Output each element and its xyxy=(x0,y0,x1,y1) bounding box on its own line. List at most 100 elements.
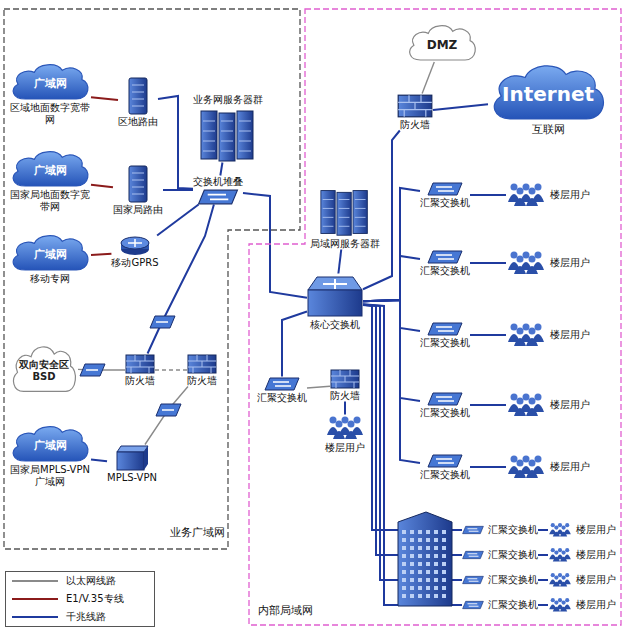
sw-icon xyxy=(462,575,484,585)
mpls-icon xyxy=(115,445,149,471)
server-group: 局域网服务器群 xyxy=(310,187,380,250)
network-link xyxy=(363,304,462,605)
sw-icon xyxy=(264,377,300,391)
network-link xyxy=(163,189,193,191)
mpls-router: MPLS-VPN xyxy=(107,445,157,484)
network-link xyxy=(91,460,107,462)
device-label: MPLS-VPN xyxy=(107,472,157,484)
sw-icon xyxy=(427,182,463,196)
sw-icon xyxy=(462,550,484,560)
device-label: 楼层用户 xyxy=(550,189,590,201)
floor-users: 楼层用户 xyxy=(506,322,590,348)
device-label: 楼层用户 xyxy=(576,599,616,611)
floor-users: 楼层用户 xyxy=(548,572,616,588)
network-link xyxy=(538,529,548,531)
router-icon xyxy=(127,77,149,115)
device-label: 汇聚交换机 xyxy=(488,549,538,561)
router-icon xyxy=(127,165,149,203)
core-icon xyxy=(307,274,363,318)
legend-line-sample xyxy=(12,613,58,621)
device-label: 国家局路由 xyxy=(113,204,163,216)
router: 区地路由 xyxy=(118,77,158,128)
floor-users: 楼层用户 xyxy=(506,454,590,480)
cloud-label: DMZ xyxy=(427,38,458,52)
users-icon xyxy=(548,522,572,538)
device-label: 汇聚交换机 xyxy=(420,265,470,277)
sw-icon xyxy=(462,600,484,610)
network-link xyxy=(363,131,400,290)
device-label: 防火墙 xyxy=(187,375,217,387)
device-label: 楼层用户 xyxy=(576,549,616,561)
fw-icon xyxy=(397,94,433,118)
network-link xyxy=(157,205,199,236)
server-icon xyxy=(317,187,373,237)
network-link xyxy=(538,604,548,606)
gprs-router: 移动GPRS xyxy=(111,236,158,269)
device-label: 楼层用户 xyxy=(576,524,616,536)
cloud-label: 双向安全区 BSD xyxy=(17,359,71,383)
device-label: 防火墙 xyxy=(330,390,360,402)
users-icon xyxy=(548,547,572,563)
aggregation-switch: 汇聚交换机 xyxy=(420,322,470,349)
firewall: 防火墙 xyxy=(125,354,155,387)
floor-users: 楼层用户 xyxy=(548,547,616,563)
users-icon xyxy=(548,572,572,588)
device-label: 汇聚交换机 xyxy=(420,469,470,481)
network-link xyxy=(433,104,488,110)
aggregation-switch: 汇聚交换机 xyxy=(420,392,470,419)
network-link xyxy=(155,369,187,370)
device-label: 汇聚交换机 xyxy=(420,197,470,209)
network-link xyxy=(158,96,193,189)
legend-line-sample xyxy=(12,595,58,603)
gprs-icon xyxy=(120,236,150,256)
device-label: 汇聚交换机 xyxy=(257,392,307,404)
users-icon xyxy=(506,250,546,276)
server-group: 业务网服务器群 xyxy=(193,94,263,163)
network-link xyxy=(145,387,188,445)
device-label: 楼层用户 xyxy=(325,442,365,454)
network-name: 国家局MPLS-VPN广域网 xyxy=(9,464,91,488)
wan-cloud: 广域网移动专网 xyxy=(9,232,91,285)
sw-icon xyxy=(195,189,241,205)
legend-row: 以太网线路 xyxy=(12,575,148,587)
cloud-label: 广域网 xyxy=(34,439,67,452)
firewall: 防火墙 xyxy=(187,354,217,387)
network-link xyxy=(148,205,214,354)
network-link xyxy=(470,194,506,196)
device-label: 楼层用户 xyxy=(576,574,616,586)
device-label: 汇聚交换机 xyxy=(420,337,470,349)
device-label: 汇聚交换机 xyxy=(488,524,538,536)
floor-users: 楼层用户 xyxy=(548,597,616,613)
aggregation-switch: 汇聚交换机 xyxy=(420,454,470,481)
device-label: 交换机堆叠 xyxy=(193,176,243,188)
plain-switch xyxy=(80,364,105,376)
users-icon xyxy=(506,392,546,418)
network-link xyxy=(91,185,113,188)
plain-switch xyxy=(156,404,181,416)
device-label: 楼层用户 xyxy=(550,461,590,473)
network-link xyxy=(538,579,548,581)
fw-icon xyxy=(187,354,217,374)
region-title: 业务广域网 xyxy=(170,526,225,539)
wan-cloud: 广域网国家局地面数字宽带网 xyxy=(9,148,91,213)
sw-icon xyxy=(427,454,463,468)
plain-switch xyxy=(150,316,175,328)
users-icon xyxy=(506,454,546,480)
legend-text: E1/V.35专线 xyxy=(66,593,124,605)
users-icon xyxy=(325,415,365,441)
floor-users: 楼层用户 xyxy=(506,392,590,418)
bsd-cloud: 双向安全区 BSD xyxy=(10,342,78,394)
aggregation-switch: 汇聚交换机 xyxy=(420,250,470,277)
network-name: 区域地面数字宽带网 xyxy=(9,102,91,126)
wan-region: 业务广域网 广域网 区域地面数字宽带网 区地路由广域网国家局地面数字宽带网国家局路由广… xyxy=(3,8,301,550)
dmz-cloud: DMZ xyxy=(406,22,478,62)
router: 国家局路由 xyxy=(113,165,163,216)
core-switch: 核心交换机 xyxy=(307,274,363,331)
device-label: 楼层用户 xyxy=(550,329,590,341)
network-link xyxy=(282,312,307,377)
aggregation-switch: 汇聚交换机 xyxy=(420,182,470,209)
sw-icon xyxy=(427,322,463,336)
aggregation-switch: 汇聚交换机 xyxy=(257,377,307,404)
floor-users: 楼层用户 xyxy=(548,522,616,538)
users-icon xyxy=(548,597,572,613)
